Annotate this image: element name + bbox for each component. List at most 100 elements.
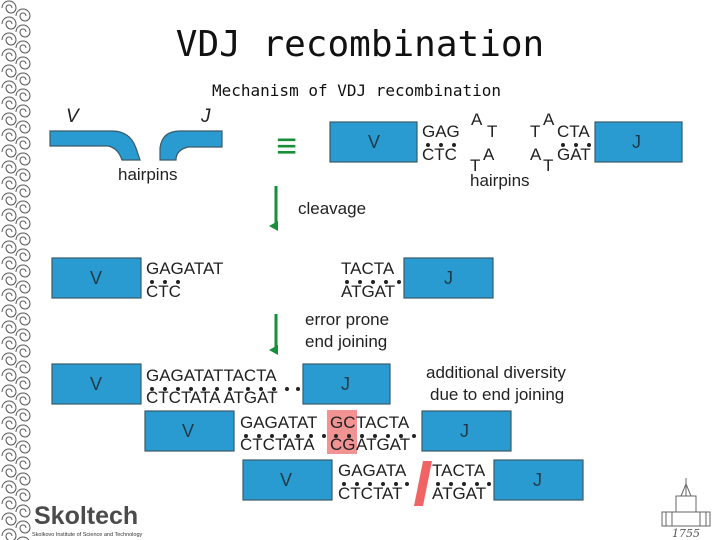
spiral-ornament [15, 488, 31, 502]
spiral-ornament [1, 368, 17, 382]
spiral-ornament [15, 152, 31, 166]
row4-top-right-seq: TACTA [356, 413, 410, 432]
row3-base-pair-dots [150, 387, 300, 391]
row5-bottom-left-seq: CTCTAT [338, 484, 403, 503]
row3-bottom-seq: CTCTATA ATGAT [146, 388, 278, 407]
spiral-ornament [1, 0, 17, 14]
spiral-ornament [15, 392, 31, 406]
row5-top-left-seq: GAGATA [338, 461, 407, 480]
top-left-hairpins-caption: hairpins [118, 165, 178, 184]
top-j-segment-label: J [632, 132, 641, 152]
spiral-ornament [16, 536, 30, 540]
spiral-ornament [15, 472, 31, 486]
top-loop-t-2: T [470, 156, 480, 175]
top-loop-t-3: T [530, 122, 540, 141]
spiral-ornament [15, 520, 31, 534]
row3-v-segment [51, 363, 142, 405]
spiral-ornament [1, 432, 17, 446]
slide-subtitle: Mechanism of VDJ recombination [212, 81, 501, 100]
row5-j-segment [493, 459, 584, 501]
spiral-ornament [15, 120, 31, 134]
row4-base-pair-dots [244, 434, 416, 438]
spiral-ornament [1, 224, 17, 238]
row2-v-label: V [90, 268, 102, 288]
spiral-ornament [15, 328, 31, 342]
row2-j-segment [403, 257, 494, 299]
top-seq-cta: CTA [557, 122, 590, 141]
diversity-note-line1: additional diversity [426, 363, 566, 382]
slide-title: VDJ recombination [175, 24, 545, 65]
spiral-ornament [1, 176, 17, 190]
spiral-ornament [15, 200, 31, 214]
top-j-segment [594, 121, 683, 163]
spiral-ornament [15, 8, 31, 22]
row2-base-pair-dots [150, 280, 401, 284]
top-left-v-label: V [66, 106, 81, 127]
spiral-ornament [1, 48, 17, 62]
logo-wordmark: Skoltech [34, 502, 139, 530]
university-emblem [661, 478, 711, 527]
top-loop-a-3: A [543, 110, 555, 129]
spiral-ornament [1, 416, 17, 430]
row3-j-segment [302, 363, 391, 405]
row5-top-right-seq: TACTA [432, 461, 486, 480]
spiral-ornament [1, 256, 17, 270]
spiral-ornament [1, 208, 17, 222]
row5-bottom-right-seq: ATGAT [432, 484, 486, 503]
top-loop-a-4: A [530, 145, 542, 164]
spiral-ornament [1, 112, 17, 126]
spiral-ornament [1, 496, 17, 510]
top-seq-ctc: CTC [422, 145, 457, 164]
end-joining-label-line1: error prone [305, 310, 389, 329]
row5-deletion-marker [414, 461, 432, 506]
spiral-ornament [15, 72, 31, 86]
spiral-ornament [15, 424, 31, 438]
spiral-ornament [1, 16, 17, 30]
row2-v-bottom-seq: CTC [146, 282, 181, 301]
row4-top-left-seq: GAGATAT [240, 413, 317, 432]
spiral-ornament [15, 504, 31, 518]
row4-j-segment [421, 410, 512, 452]
spiral-ornament [15, 360, 31, 374]
spiral-ornament [1, 288, 17, 302]
spiral-ornament [1, 80, 17, 94]
top-seq-gat: GAT [557, 145, 591, 164]
row4-v-segment [144, 410, 235, 452]
row4-v-label: V [182, 421, 194, 441]
row4-bottom-left-seq: CTCTATA [240, 435, 315, 454]
spiral-ornament [15, 136, 31, 150]
spiral-ornament [15, 104, 31, 118]
j-hairpin-tube [159, 130, 223, 161]
spiral-ornament [15, 376, 31, 390]
equivalence-symbol: ≡ [276, 125, 297, 166]
spiral-ornament [15, 88, 31, 102]
row4-j-label: J [460, 421, 469, 441]
top-seq-gag: GAG [422, 122, 460, 141]
spiral-ornament [1, 64, 17, 78]
spiral-ornament [15, 344, 31, 358]
spiral-ornament [1, 240, 17, 254]
spiral-ornament [1, 352, 17, 366]
row4-bottom-insert-seq: CG [330, 435, 356, 454]
spiral-ornament [15, 232, 31, 246]
row5-j-label: J [533, 470, 542, 490]
top-v-segment-label: V [368, 132, 380, 152]
row2-j-bottom-seq: ATGAT [341, 282, 395, 301]
cleavage-label: cleavage [298, 199, 366, 218]
spiral-ornament [15, 456, 31, 470]
spiral-ornament [1, 336, 17, 350]
spiral-ornament [1, 480, 17, 494]
row5-base-pair-dots [342, 482, 491, 486]
end-joining-label-line2: end joining [305, 332, 387, 351]
spiral-ornament [15, 40, 31, 54]
row2-v-top-seq: GAGATAT [146, 259, 223, 278]
top-right-hairpins-caption: hairpins [470, 171, 530, 190]
row3-j-label: J [341, 374, 350, 394]
spiral-ornament [1, 512, 17, 526]
v-hairpin-tube [49, 130, 141, 161]
row2-v-segment [51, 257, 142, 299]
spiral-ornament [1, 464, 17, 478]
top-loop-t-1: T [487, 122, 497, 141]
spiral-ornament [1, 128, 17, 142]
